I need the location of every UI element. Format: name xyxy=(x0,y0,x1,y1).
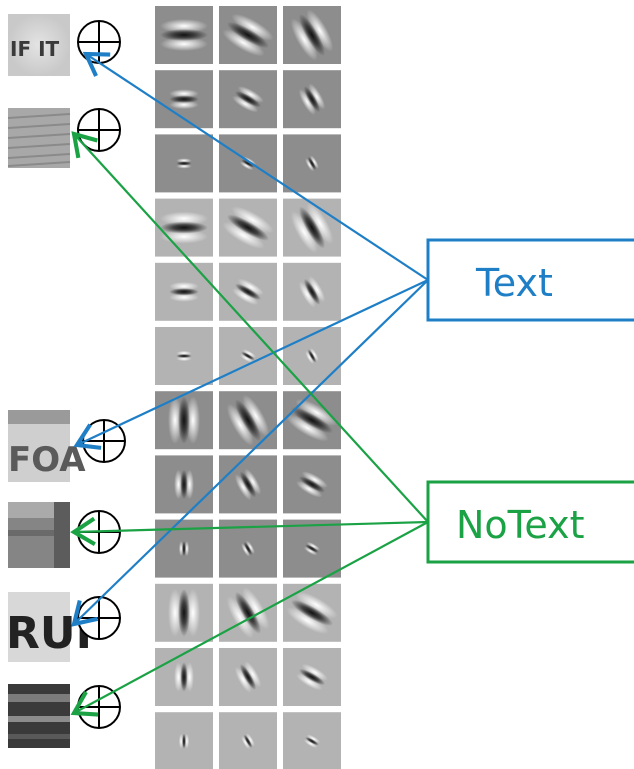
gabor-filter-tile xyxy=(155,391,213,450)
notext-label-box: NoText xyxy=(426,480,634,564)
combiner-symbols xyxy=(77,20,126,729)
gabor-filter-tile xyxy=(283,455,341,514)
patch-1-text: IF IT xyxy=(10,37,60,61)
gabor-filter-tile xyxy=(283,519,341,578)
gabor-filter-tile xyxy=(283,134,341,193)
classification-arrows xyxy=(70,51,429,717)
gabor-filter-tile xyxy=(155,198,213,257)
gabor-filter-tile xyxy=(283,70,341,129)
gabor-filter-tile xyxy=(155,262,213,321)
gabor-filter-tile xyxy=(155,455,213,514)
gabor-filter-tile xyxy=(219,391,277,450)
patch-if-it: IF IT xyxy=(8,14,70,76)
gabor-filter-tile xyxy=(219,648,277,706)
arrow-notext-to-patch-6 xyxy=(70,521,429,717)
gabor-filter-tile xyxy=(283,648,341,706)
gabor-filter-tile xyxy=(219,519,277,578)
gabor-filter-bank xyxy=(155,6,341,769)
gabor-filter-tile xyxy=(219,583,277,642)
gabor-filter-tile xyxy=(155,648,213,706)
circle-plus-icon xyxy=(77,596,121,640)
gabor-filter-tile xyxy=(219,262,277,321)
patch-foa: FOA xyxy=(8,410,86,482)
gabor-filter-tile xyxy=(155,583,213,642)
gabor-filter-tile xyxy=(283,6,341,64)
patch-3-text: FOA xyxy=(8,440,86,480)
gabor-filter-tile xyxy=(155,6,213,64)
gabor-filter-tile xyxy=(219,455,277,514)
gabor-filter-tile xyxy=(219,6,277,64)
notext-label: NoText xyxy=(456,503,585,547)
arrow-text-to-patch-1 xyxy=(82,51,429,281)
gabor-filter-tile xyxy=(283,198,341,257)
gabor-filter-tile xyxy=(283,262,341,321)
input-patches: IF IT FOA RUI xyxy=(6,14,92,748)
circle-plus-icon xyxy=(77,20,121,64)
gabor-filter-tile xyxy=(155,134,213,193)
gabor-filter-tile xyxy=(219,70,277,129)
gabor-filter-tile xyxy=(219,134,277,193)
patch-wood xyxy=(8,502,70,568)
arrow-notext-to-patch-4 xyxy=(70,516,429,547)
text-label-box: Text xyxy=(426,238,634,322)
gabor-filter-tile xyxy=(283,712,341,769)
gabor-filter-tile xyxy=(219,198,277,257)
arrow-text-to-patch-3 xyxy=(73,279,429,450)
patch-stripes xyxy=(7,108,71,168)
text-label: Text xyxy=(475,261,553,305)
arrow-text-to-patch-5 xyxy=(71,279,429,627)
arrow-notext-to-patch-2 xyxy=(71,131,429,523)
patch-dark-sign xyxy=(8,684,70,748)
gabor-filter-tile xyxy=(283,391,341,450)
gabor-filter-tile xyxy=(283,583,341,642)
gabor-filter-tile xyxy=(155,712,213,769)
gabor-filter-tile xyxy=(155,327,213,385)
gabor-filter-tile xyxy=(219,712,277,769)
